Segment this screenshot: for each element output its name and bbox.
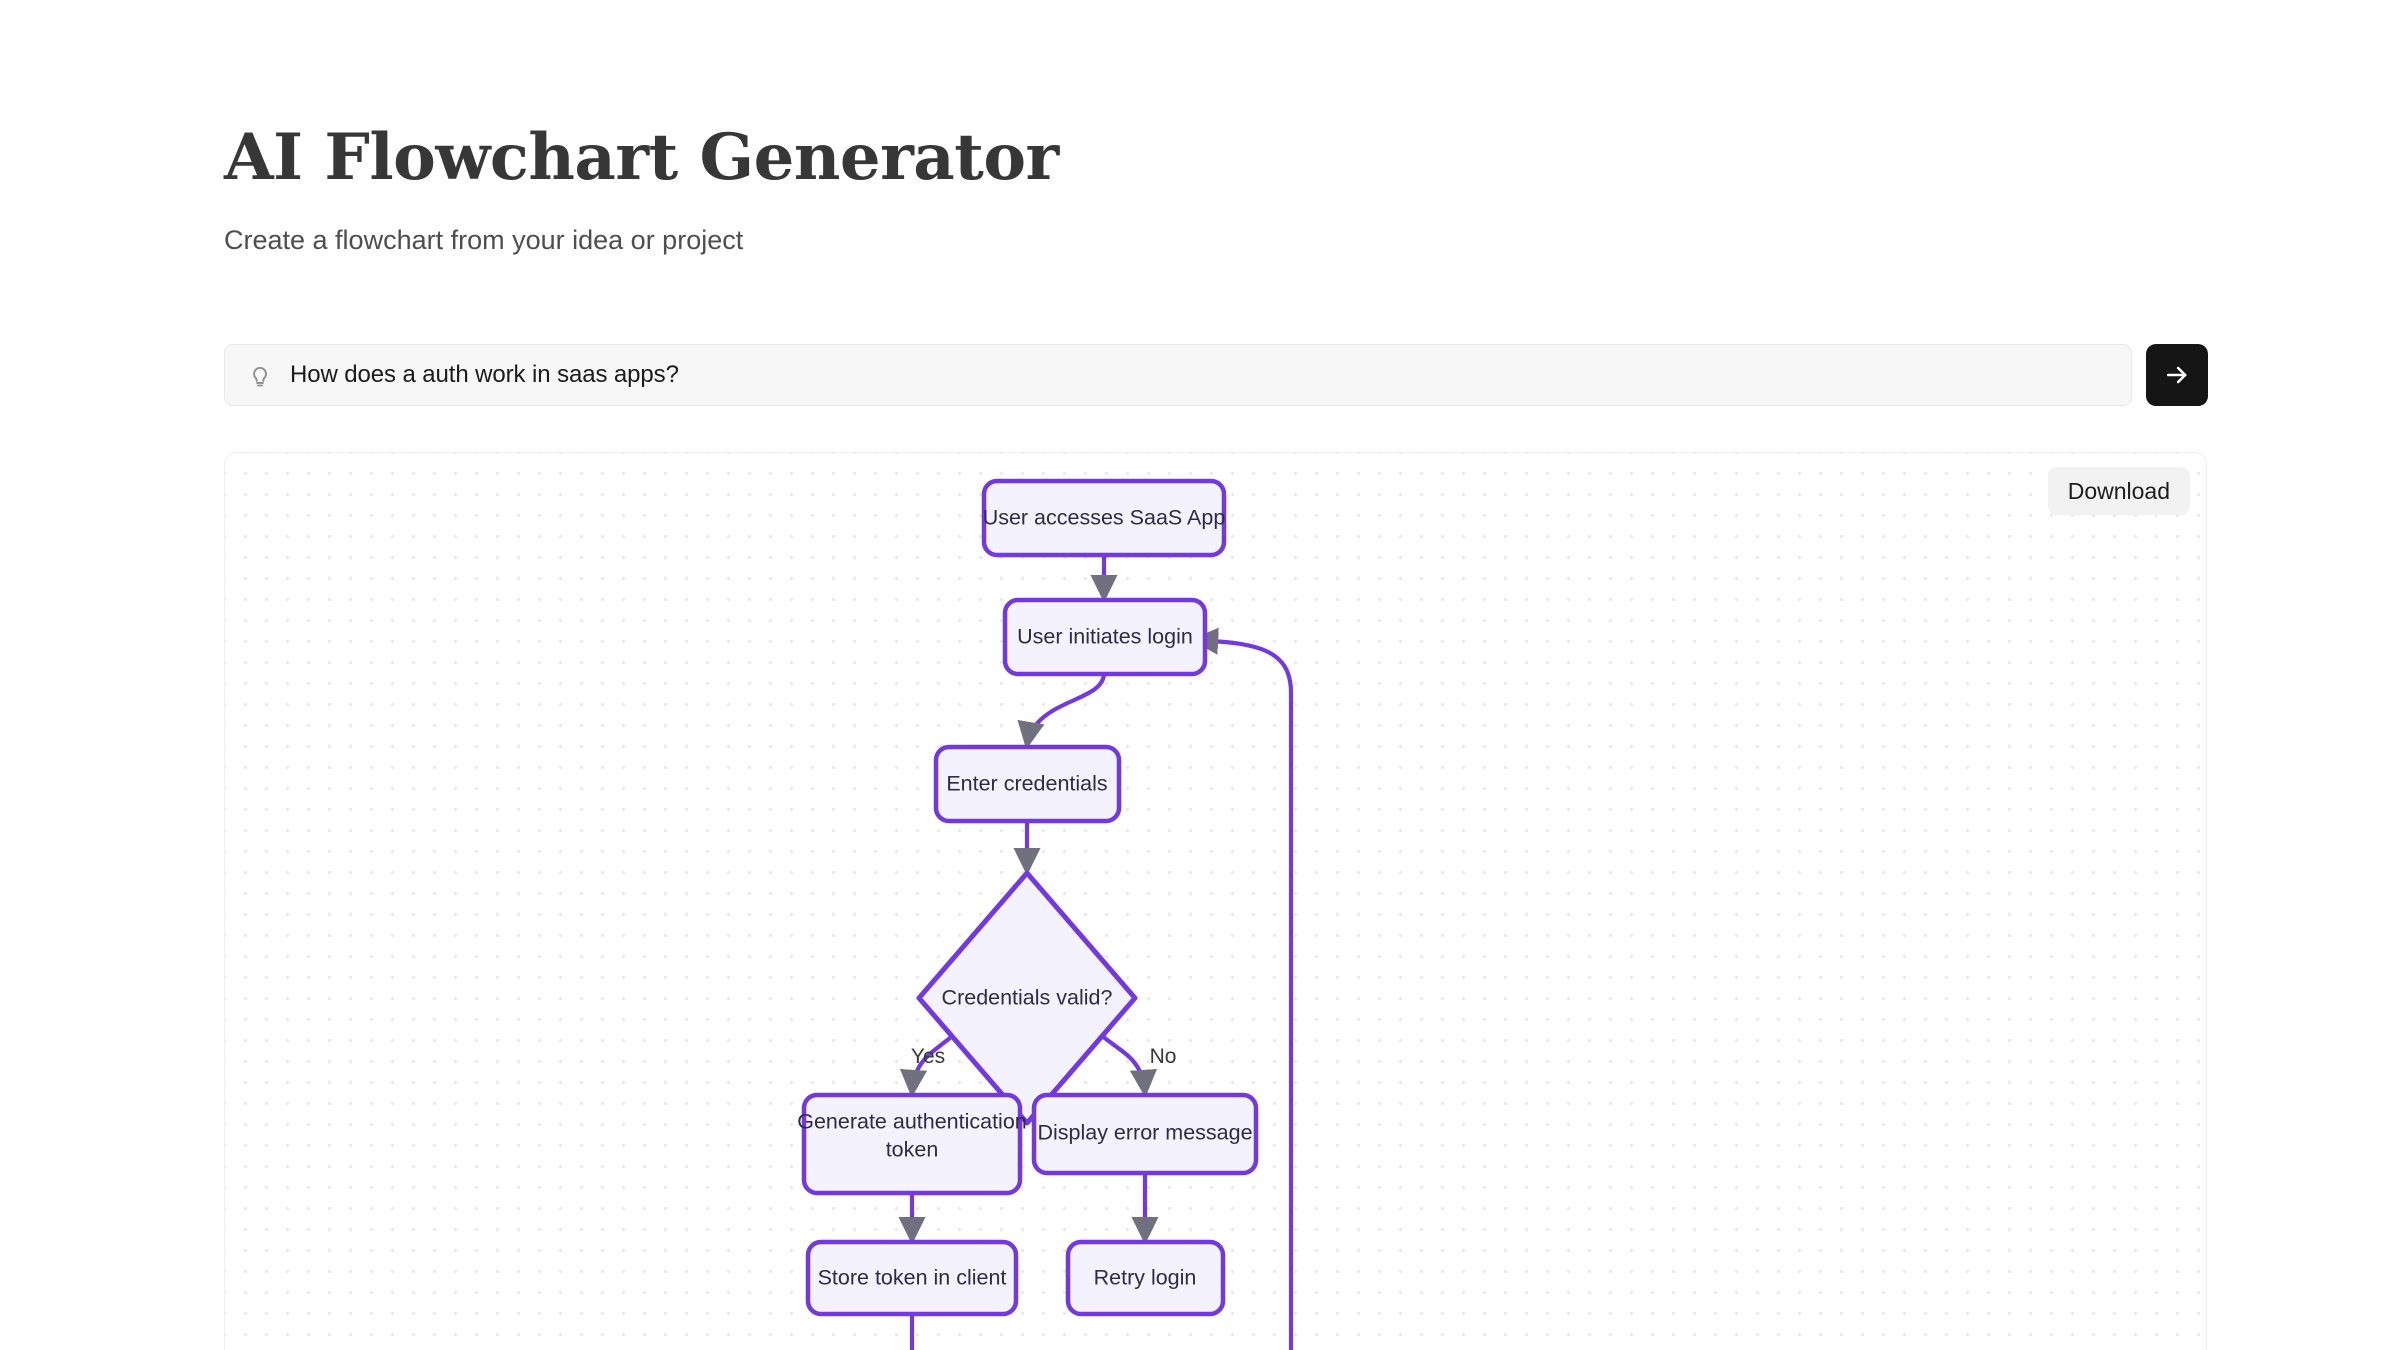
edge-n8-n2-loop xyxy=(1190,627,1294,1350)
page-subtitle: Create a flowchart from your idea or pro… xyxy=(224,225,744,256)
prompt-row xyxy=(224,344,2208,406)
flow-node-label: Store token in client xyxy=(818,1266,1007,1290)
flow-node-label: token xyxy=(886,1138,939,1162)
flow-node-label: Credentials valid? xyxy=(942,986,1113,1010)
lightbulb-icon xyxy=(247,362,273,388)
flowchart-svg: Yes No User accesses SaaS App User initi… xyxy=(797,478,1294,1350)
flow-node-label: Retry login xyxy=(1094,1266,1197,1290)
flow-node-n4[interactable]: Credentials valid? xyxy=(916,870,1138,1126)
flow-node-label: Display error message xyxy=(1037,1121,1252,1145)
flow-node-n1[interactable]: User accesses SaaS App xyxy=(981,478,1227,558)
download-button[interactable]: Download xyxy=(2047,467,2190,515)
flow-node-label: User initiates login xyxy=(1017,625,1193,649)
flow-node-n7[interactable]: Store token in client xyxy=(805,1239,1019,1317)
flow-node-label: User accesses SaaS App xyxy=(983,506,1226,530)
arrow-right-icon xyxy=(2163,361,2191,389)
flow-node-n6[interactable]: Display error message xyxy=(1031,1092,1259,1176)
flow-node-label: Generate authentication xyxy=(797,1110,1027,1134)
edge-labels: Yes No xyxy=(911,1045,1177,1068)
edge-n2-n3 xyxy=(1017,672,1107,750)
edge-label-no: No xyxy=(1150,1045,1177,1068)
page-title: AI Flowchart Generator xyxy=(224,120,1059,195)
submit-button[interactable] xyxy=(2146,344,2208,406)
edge-label-yes: Yes xyxy=(911,1045,945,1068)
flow-node-n3[interactable]: Enter credentials xyxy=(933,744,1122,824)
header: AI Flowchart Generator Create a flowchar… xyxy=(224,124,2224,257)
flow-node-n2[interactable]: User initiates login xyxy=(1002,597,1208,677)
flowchart-canvas[interactable]: Download xyxy=(224,452,2207,1350)
prompt-input-container[interactable] xyxy=(224,344,2132,406)
prompt-input[interactable] xyxy=(290,361,2109,389)
flow-node-label: Enter credentials xyxy=(946,772,1107,796)
flow-node-n8[interactable]: Retry login xyxy=(1065,1239,1226,1317)
flow-node-n5[interactable]: Generate authentication token xyxy=(797,1092,1027,1196)
